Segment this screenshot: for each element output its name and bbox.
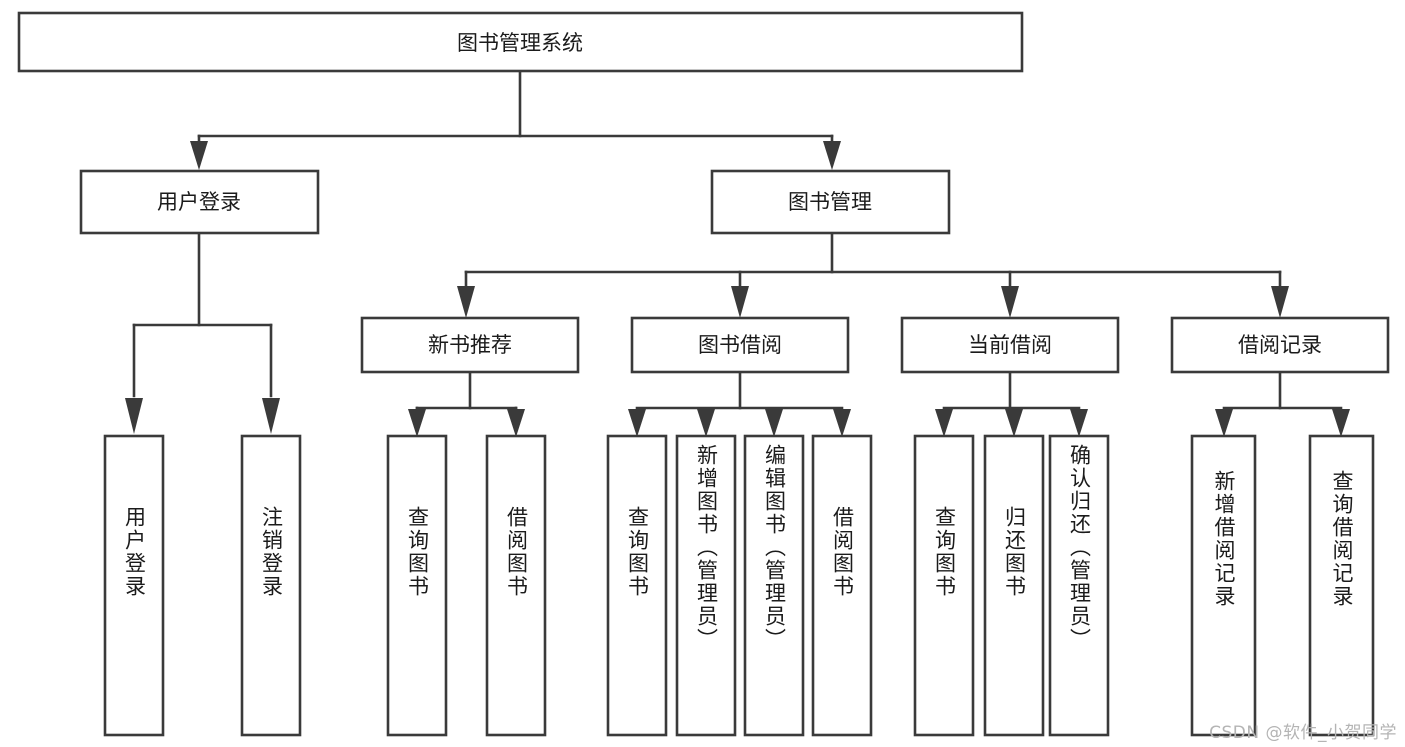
arrow-head-icon xyxy=(823,141,841,170)
node-new-book-recommend[interactable]: 新书推荐 xyxy=(360,316,580,374)
leaf-boxes-group xyxy=(103,434,1375,737)
arrow-head-icon xyxy=(1271,286,1289,318)
node-book-management-box[interactable] xyxy=(710,169,951,235)
arrow-head-icon xyxy=(262,398,280,434)
arrow-head-icon xyxy=(408,409,426,437)
leaf-box-query-book-1[interactable] xyxy=(386,434,448,737)
node-book-management[interactable]: 图书管理 xyxy=(710,169,951,235)
arrow-head-icon xyxy=(1332,409,1350,437)
leaf-box-logout-login[interactable] xyxy=(240,434,302,737)
node-root[interactable]: 图书管理系统 xyxy=(17,11,1024,73)
node-new-book-recommend-label: 新书推荐 xyxy=(428,333,512,357)
node-current-borrow[interactable]: 当前借阅 xyxy=(900,316,1120,374)
leaf-box-confirm-return[interactable] xyxy=(1048,434,1110,737)
arrow-head-icon xyxy=(628,409,646,437)
node-root-label: 图书管理系统 xyxy=(457,31,583,55)
arrow-head-icon xyxy=(765,409,783,437)
arrow-head-icon xyxy=(1001,286,1019,318)
node-book-borrow[interactable]: 图书借阅 xyxy=(630,316,850,374)
arrow-head-icon xyxy=(833,409,851,437)
leaf-box-query-book-2[interactable] xyxy=(606,434,668,737)
node-borrow-record-label: 借阅记录 xyxy=(1238,333,1322,357)
node-current-borrow-box[interactable] xyxy=(900,316,1120,374)
node-current-borrow-label: 当前借阅 xyxy=(968,333,1052,357)
leaf-box-return-book[interactable] xyxy=(983,434,1045,737)
arrow-head-icon xyxy=(1070,409,1088,437)
arrow-head-icon xyxy=(731,286,749,318)
node-user-login-box[interactable] xyxy=(79,169,320,235)
arrow-head-icon xyxy=(190,141,208,170)
node-book-borrow-label: 图书借阅 xyxy=(698,333,782,357)
arrow-head-icon xyxy=(507,409,525,437)
leaf-box-query-borrow-record[interactable] xyxy=(1308,434,1375,737)
node-book-borrow-box[interactable] xyxy=(630,316,850,374)
node-root-box[interactable] xyxy=(17,11,1024,73)
node-borrow-record-box[interactable] xyxy=(1170,316,1390,374)
arrow-head-icon xyxy=(1215,409,1233,437)
arrow-head-icon xyxy=(935,409,953,437)
arrow-head-icon xyxy=(697,409,715,437)
node-user-login-label: 用户登录 xyxy=(157,190,241,214)
arrow-head-icon xyxy=(457,286,475,318)
leaf-box-add-book[interactable] xyxy=(675,434,737,737)
arrow-head-icon xyxy=(125,398,143,434)
node-borrow-record[interactable]: 借阅记录 xyxy=(1170,316,1390,374)
leaf-box-borrow-book-1[interactable] xyxy=(485,434,547,737)
csdn-watermark: CSDN @软件_小贺同学 xyxy=(1209,723,1397,743)
leaf-box-edit-book[interactable] xyxy=(743,434,805,737)
connectors-group xyxy=(125,69,1350,437)
leaf-box-add-borrow-record[interactable] xyxy=(1190,434,1257,737)
node-new-book-recommend-box[interactable] xyxy=(360,316,580,374)
arrow-head-icon xyxy=(1005,409,1023,437)
node-user-login[interactable]: 用户登录 xyxy=(79,169,320,235)
leaf-box-query-book-3[interactable] xyxy=(913,434,975,737)
leaf-box-borrow-book-2[interactable] xyxy=(811,434,873,737)
leaf-box-user-login[interactable] xyxy=(103,434,165,737)
node-book-management-label: 图书管理 xyxy=(788,190,872,214)
